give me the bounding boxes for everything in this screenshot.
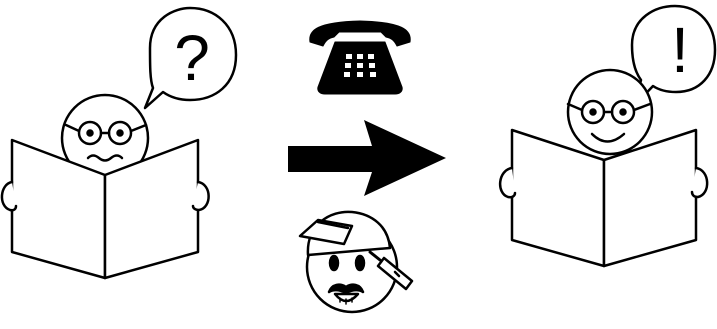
question-mark-text: ? bbox=[174, 22, 210, 94]
right-reader-head bbox=[568, 70, 652, 154]
repairman-icon bbox=[300, 212, 412, 312]
telephone-icon bbox=[310, 21, 410, 94]
telephone-keypad-icon bbox=[344, 54, 376, 77]
left-speech-bubble: ? bbox=[145, 8, 236, 108]
arrow-right-icon bbox=[288, 120, 446, 196]
exclamation-mark-text: ! bbox=[671, 14, 689, 86]
right-reader: ! bbox=[500, 6, 715, 266]
left-reader: ? bbox=[2, 8, 236, 278]
